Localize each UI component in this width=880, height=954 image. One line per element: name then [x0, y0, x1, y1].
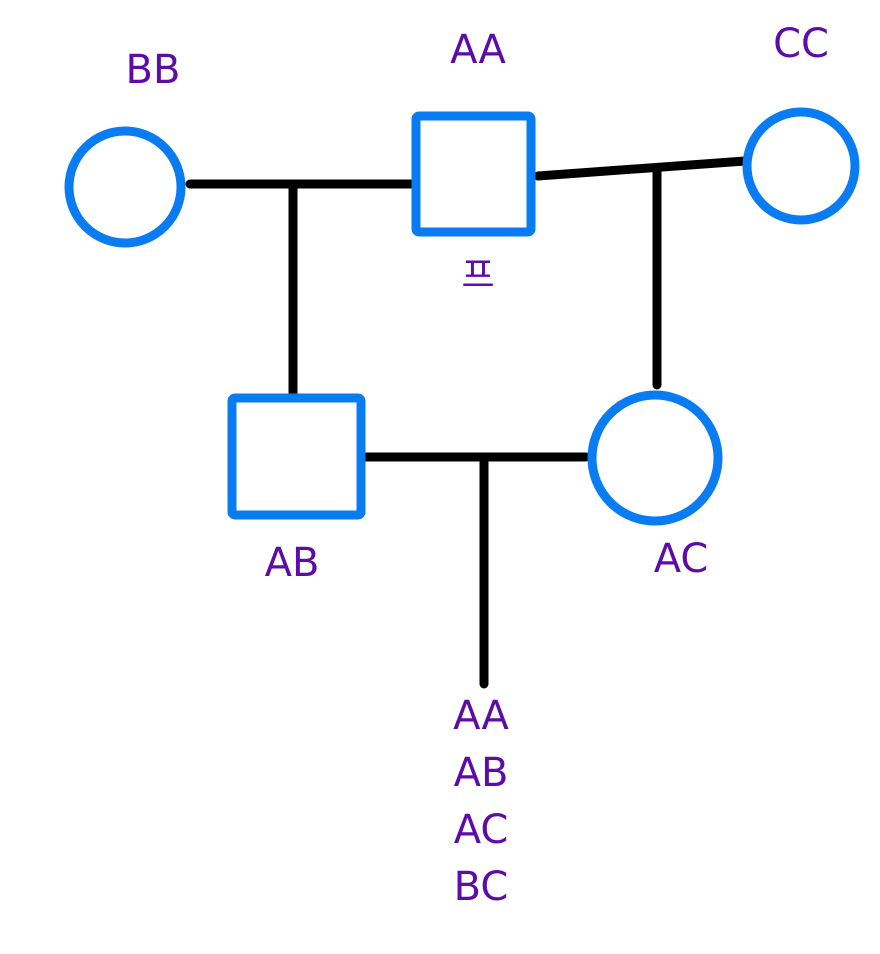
- genotype-label-cc: CC: [773, 21, 829, 67]
- genotype-label-ab: AB: [264, 540, 320, 586]
- individual-ab-square: [227, 393, 366, 520]
- offspring-genotype: AA: [453, 693, 509, 739]
- individual-cc-circle: [742, 107, 860, 225]
- genotype-label-ac: AC: [653, 536, 709, 582]
- individual-aa-square: [411, 111, 536, 237]
- offspring-genotype: BC: [453, 864, 509, 910]
- individual-ac-circle: [587, 390, 723, 526]
- genotype-label-bb: BB: [125, 47, 181, 93]
- individual-bb-circle: [64, 126, 186, 248]
- genotype-label-aa: AA: [450, 27, 506, 73]
- offspring-genotype-list: AA AB AC BC: [453, 688, 509, 916]
- note-label-aa: 프: [461, 255, 495, 296]
- mating-line-aa-cc: [533, 156, 750, 181]
- offspring-genotype: AC: [453, 807, 509, 853]
- offspring-genotype: AB: [453, 750, 509, 796]
